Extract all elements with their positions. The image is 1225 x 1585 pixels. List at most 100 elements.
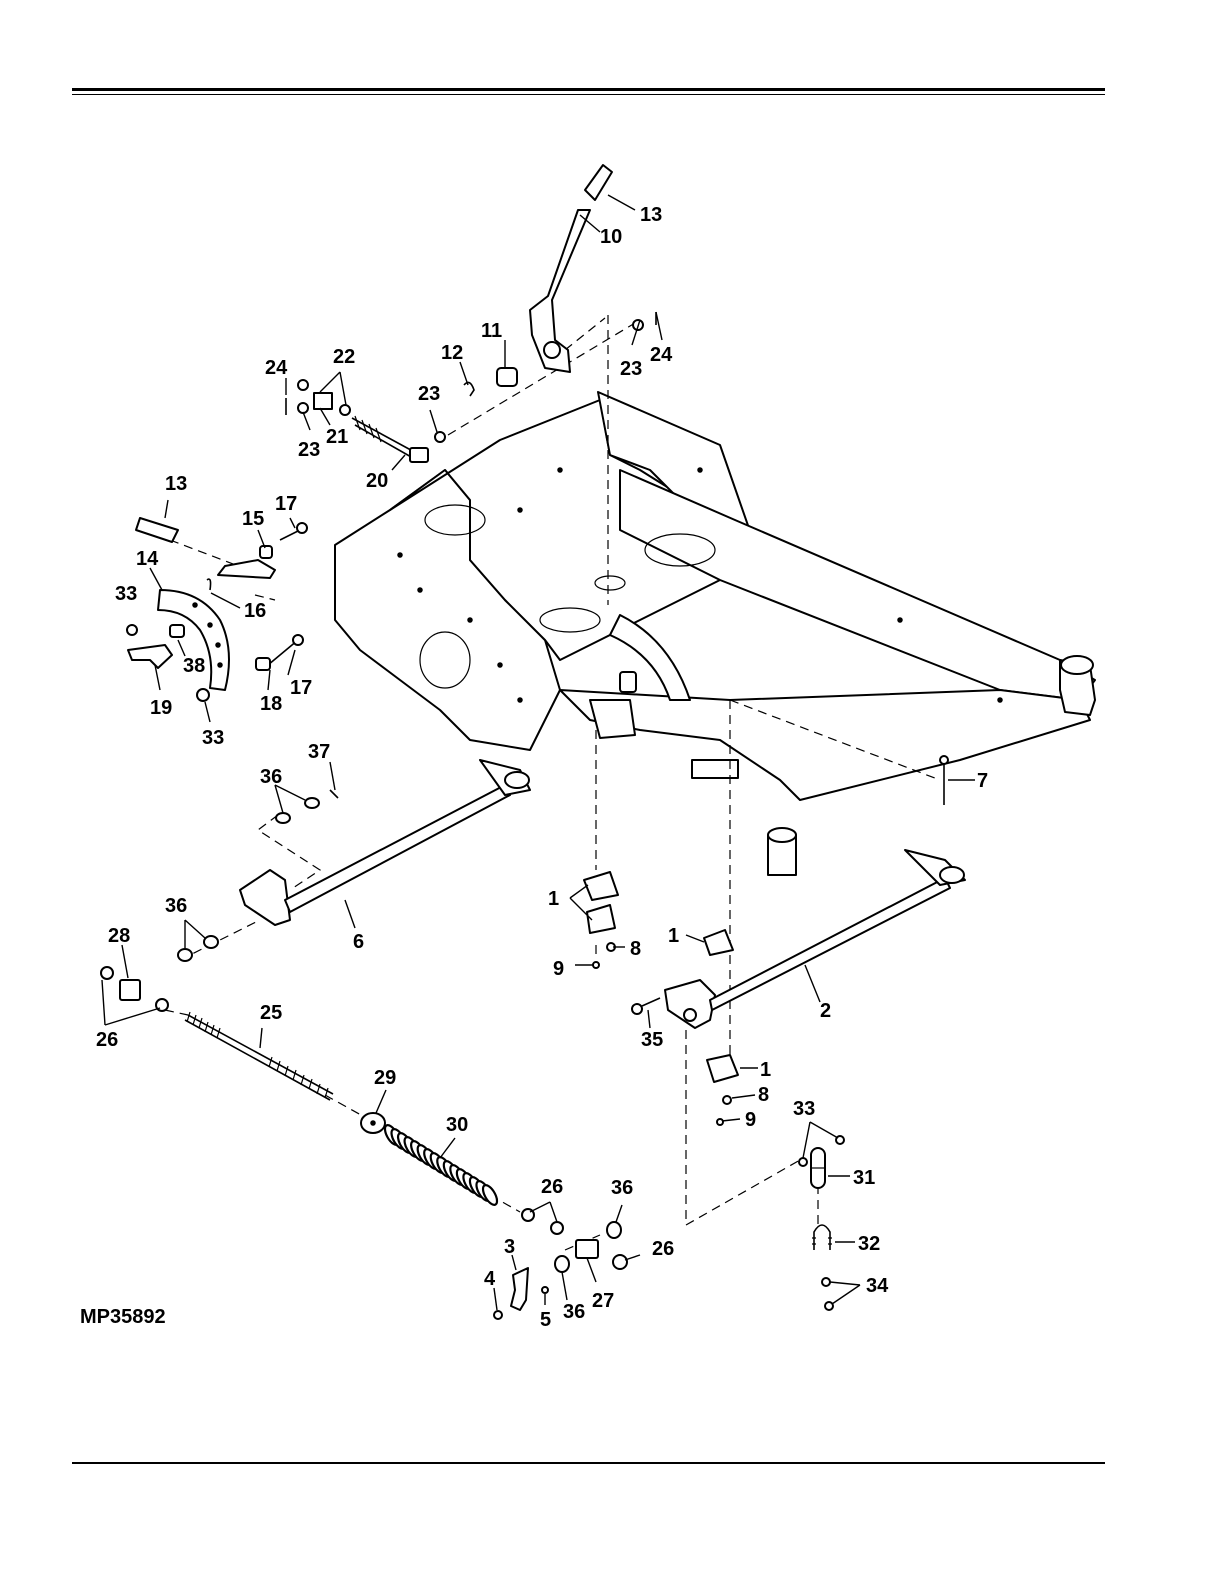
- part-adjust-rod: [185, 1012, 333, 1100]
- part-clip: [464, 382, 474, 396]
- part-trunnion-block: [120, 980, 140, 1000]
- part-spacer: [256, 658, 270, 670]
- callout-10: 10: [600, 226, 622, 248]
- callout-26: 26: [541, 1176, 563, 1198]
- callout-12: 12: [441, 342, 463, 364]
- part-lift-lever: [530, 210, 590, 372]
- callout-4: 4: [484, 1268, 496, 1290]
- callout-24: 24: [650, 344, 673, 366]
- part-link: [511, 1268, 528, 1310]
- callout-22: 22: [333, 346, 355, 368]
- part-washer: [435, 432, 445, 442]
- callout-26: 26: [652, 1238, 674, 1260]
- part-threaded-rod: [352, 416, 428, 462]
- callout-31: 31: [853, 1167, 875, 1189]
- callout-36: 36: [260, 766, 282, 788]
- part-compression-spring: [382, 1123, 500, 1207]
- callout-7: 7: [977, 770, 988, 792]
- callout-33: 33: [202, 727, 224, 749]
- part-nut: [551, 1222, 563, 1234]
- callout-23: 23: [298, 439, 320, 461]
- callout-38: 38: [183, 655, 205, 677]
- callout-15: 15: [242, 508, 264, 530]
- callout-24: 24: [265, 357, 288, 379]
- part-long-bolt: [940, 756, 948, 805]
- part-trunnion: [576, 1240, 598, 1258]
- callout-9: 9: [553, 958, 564, 980]
- callout-5: 5: [540, 1309, 551, 1331]
- callout-36: 36: [165, 895, 187, 917]
- part-grip-upper: [585, 165, 612, 200]
- part-cotter-pin: [330, 790, 338, 798]
- callout-11: 11: [481, 320, 502, 342]
- callout-2: 2: [820, 1000, 831, 1022]
- callout-17: 17: [290, 677, 312, 699]
- part-washer: [276, 813, 290, 823]
- part-spring-clip: [207, 579, 211, 590]
- part-bolt: [632, 998, 660, 1014]
- callout-14: 14: [136, 548, 159, 570]
- callout-1: 1: [760, 1059, 771, 1081]
- part-screw: [494, 1311, 502, 1319]
- callout-9: 9: [745, 1109, 756, 1131]
- part-washer: [204, 936, 218, 948]
- callout-37: 37: [308, 741, 330, 763]
- callout-27: 27: [592, 1290, 614, 1312]
- callout-36: 36: [563, 1301, 585, 1323]
- callout-36: 36: [611, 1177, 633, 1199]
- part-washer-hole: [371, 1121, 375, 1125]
- part-u-bolt: [812, 1225, 832, 1250]
- part-washer: [555, 1256, 569, 1272]
- part-rear-lift-shaft: [240, 760, 530, 925]
- callout-25: 25: [260, 1002, 282, 1024]
- callout-33: 33: [793, 1098, 815, 1120]
- part-nut: [101, 967, 113, 979]
- part-washer: [298, 403, 308, 413]
- callout-13: 13: [165, 473, 187, 495]
- part-washer: [607, 1222, 621, 1238]
- callout-8: 8: [630, 938, 641, 960]
- part-spacer: [170, 625, 184, 637]
- callout-20: 20: [366, 470, 388, 492]
- callout-6: 6: [353, 931, 364, 953]
- part-washer: [305, 798, 319, 808]
- part-bolt: [268, 523, 307, 665]
- callout-33: 33: [115, 583, 137, 605]
- part-nut: [799, 1158, 807, 1166]
- part-nut: [542, 1287, 548, 1293]
- callout-23: 23: [620, 358, 642, 380]
- part-washer: [178, 949, 192, 961]
- mower-frame: [335, 392, 1095, 875]
- part-nut: [723, 1096, 731, 1104]
- part-nut: [197, 689, 209, 701]
- callout-32: 32: [858, 1233, 880, 1255]
- callout-28: 28: [108, 925, 130, 947]
- callout-30: 30: [446, 1114, 468, 1136]
- part-screw: [717, 1119, 723, 1125]
- part-nut: [613, 1255, 627, 1269]
- part-bushing: [497, 368, 517, 386]
- part-latch: [128, 645, 172, 668]
- callout-19: 19: [150, 697, 172, 719]
- callout-34: 34: [866, 1275, 889, 1297]
- callout-21: 21: [326, 426, 348, 448]
- part-nut: [825, 1302, 833, 1310]
- part-nut: [822, 1278, 830, 1286]
- callout-23: 23: [418, 383, 440, 405]
- callout-3: 3: [504, 1236, 515, 1258]
- callout-18: 18: [260, 693, 282, 715]
- part-nut: [127, 625, 137, 635]
- figure-id: MP35892: [80, 1306, 166, 1329]
- callout-17: 17: [275, 493, 297, 515]
- part-grip-lower: [136, 518, 178, 542]
- callout-8: 8: [758, 1084, 769, 1106]
- callout-16: 16: [244, 600, 266, 622]
- callout-1: 1: [548, 888, 559, 910]
- callout-1: 1: [668, 925, 679, 947]
- callout-26: 26: [96, 1029, 118, 1051]
- callout-13: 13: [640, 204, 662, 226]
- callout-29: 29: [374, 1067, 396, 1089]
- callout-35: 35: [641, 1029, 663, 1051]
- part-chain-link: [811, 1148, 825, 1188]
